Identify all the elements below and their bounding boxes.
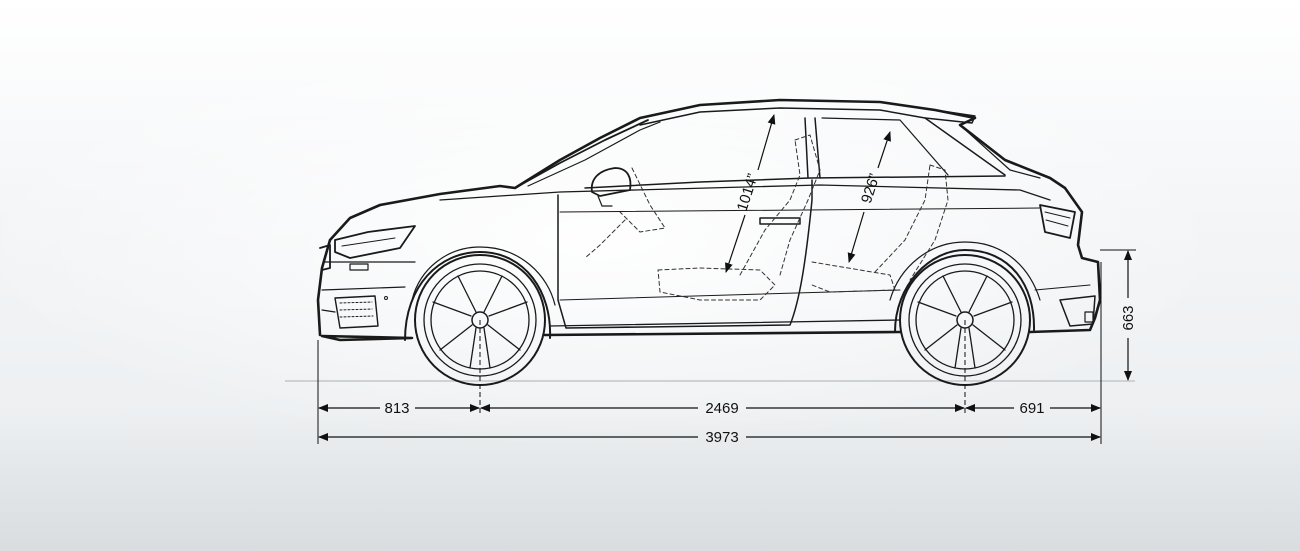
front-overhang-label: 813 [384,400,409,417]
extension-lines [317,249,1136,444]
dim-rear-headroom-line [877,131,891,169]
dim-front-headroom-line [757,114,776,171]
wheelbase-label: 2469 [705,400,738,417]
floor-shadow [0,411,1300,551]
rear-wheel [899,254,1031,386]
car-side-profile-icon [316,98,1102,386]
rear-overhang-label: 691 [1019,400,1044,417]
overall-length-label: 3973 [705,429,738,446]
front-headroom-label: 1014” [734,172,762,214]
loading-height-label: 663 [1120,305,1137,330]
